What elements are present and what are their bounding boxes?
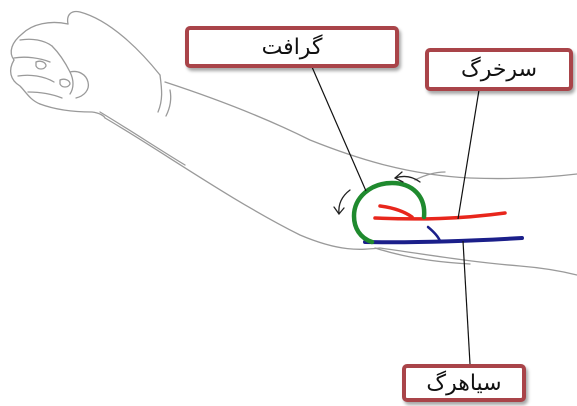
arm-outline — [9, 10, 577, 276]
graft-label: گرافت — [185, 26, 399, 68]
vein-vessel — [363, 225, 524, 245]
graft-loop — [351, 180, 427, 245]
artery-vessel — [373, 204, 507, 221]
flow-arrows — [333, 171, 421, 215]
vein-label: سیاهرگ — [402, 364, 526, 402]
leader-lines — [311, 66, 480, 365]
artery-label: سرخرگ — [425, 48, 573, 91]
